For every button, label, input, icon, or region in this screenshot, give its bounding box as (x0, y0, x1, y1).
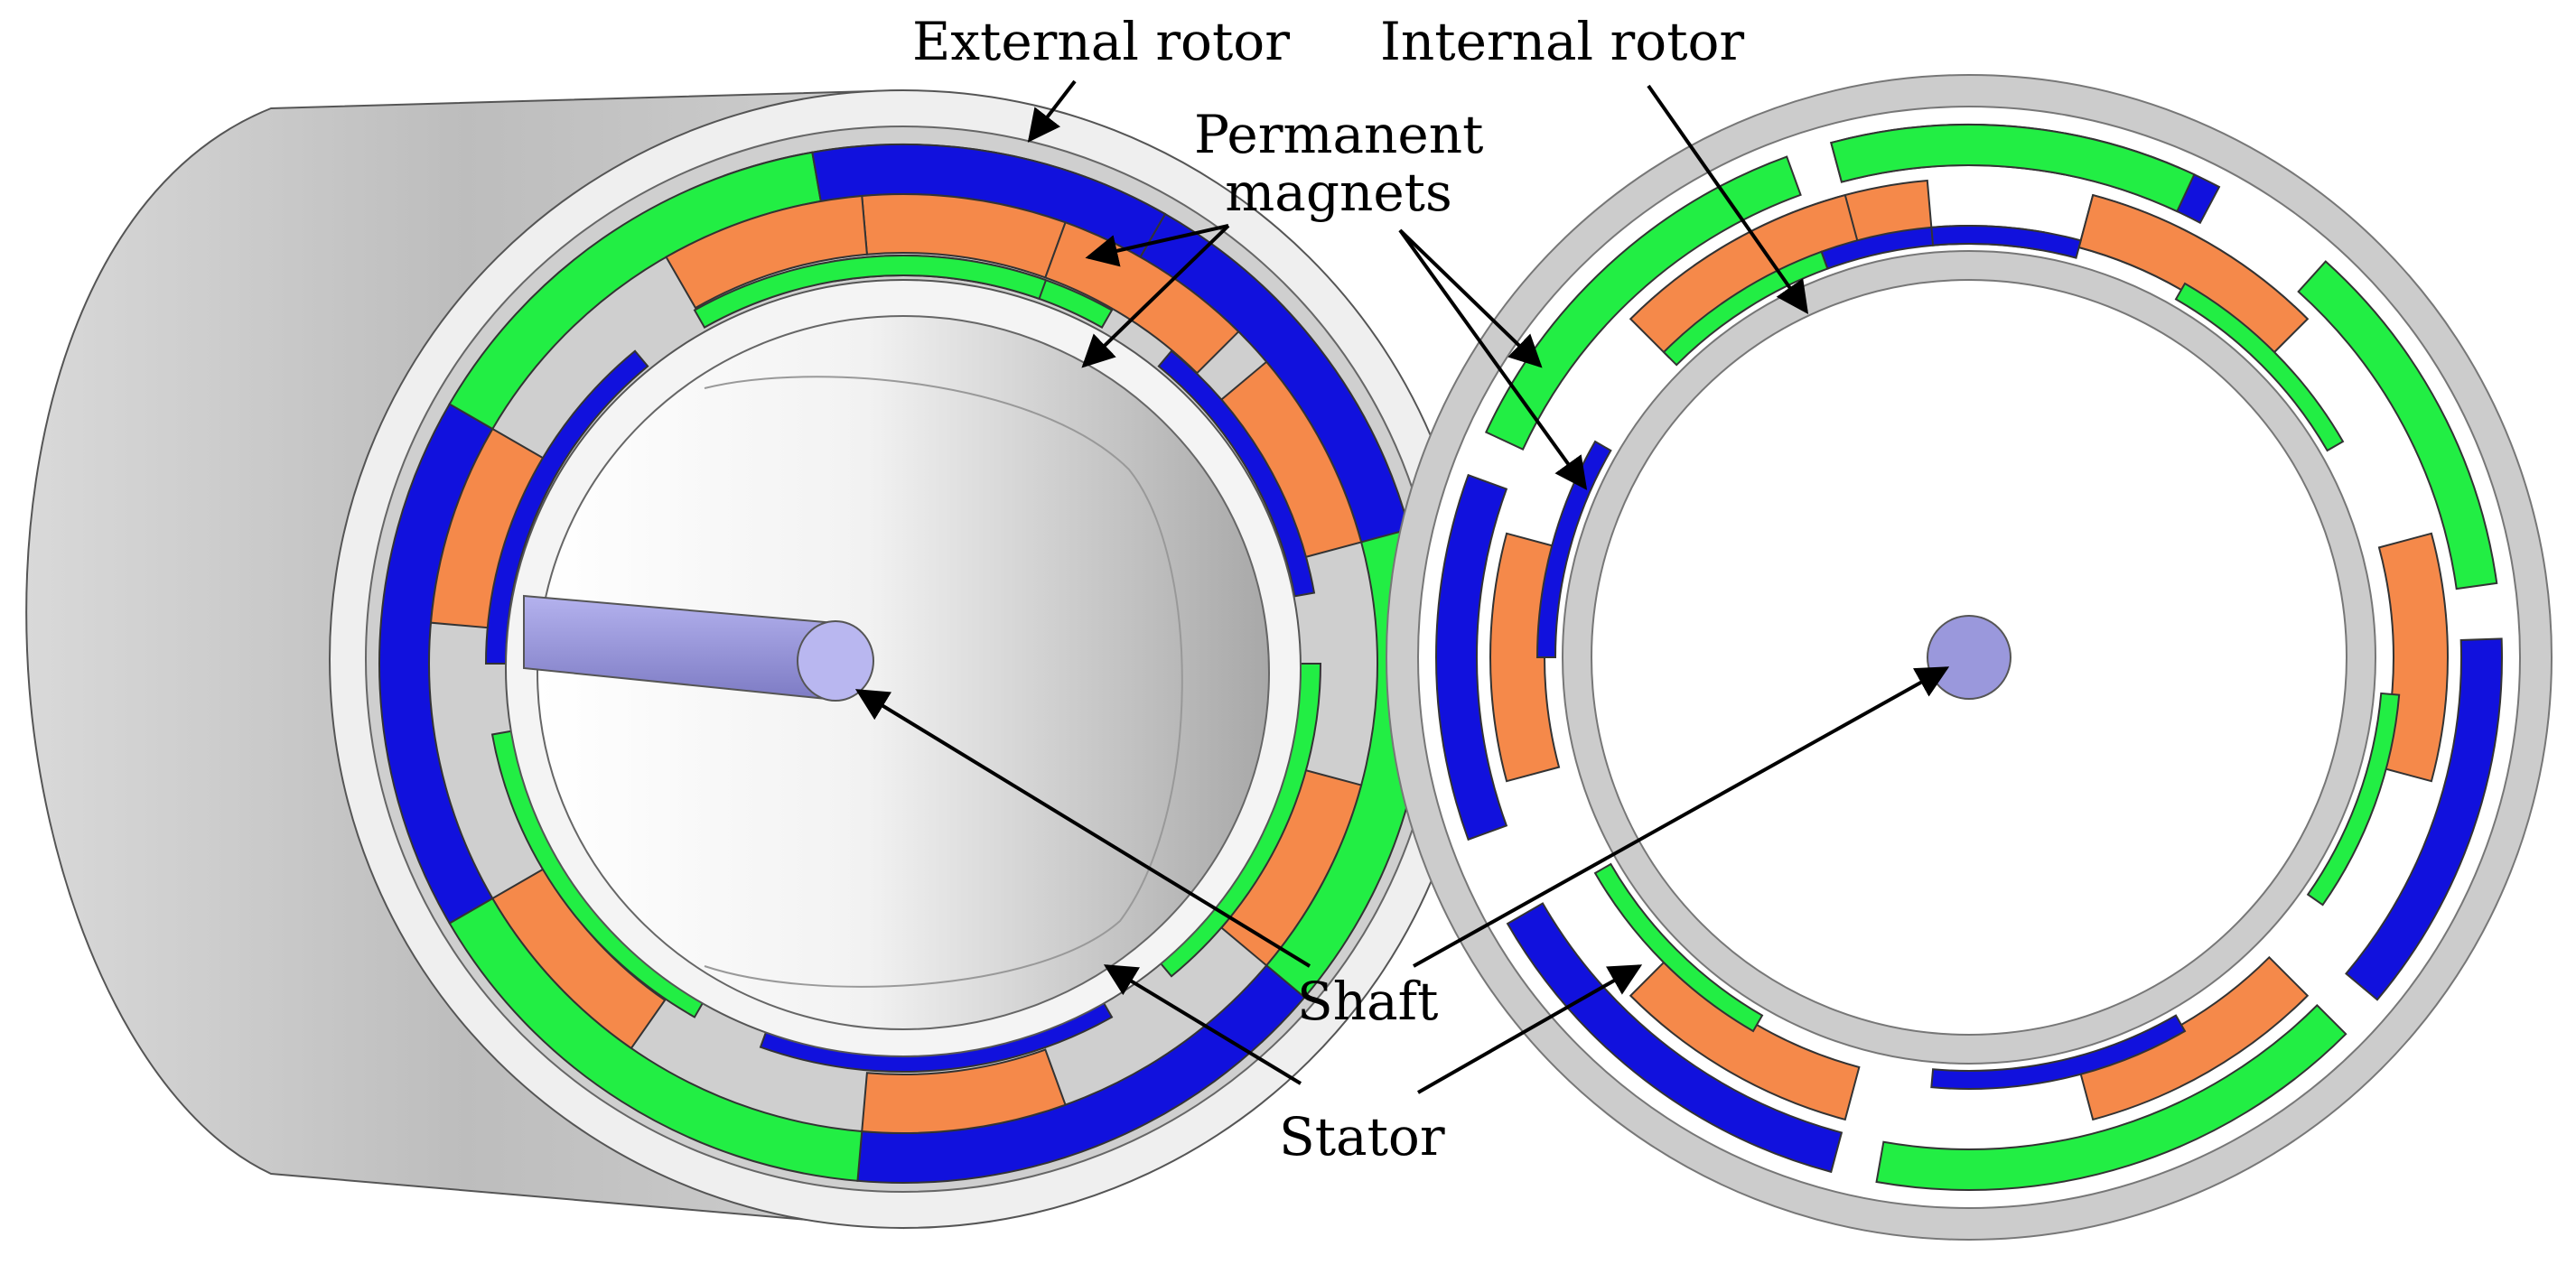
arrow-external-rotor (1027, 79, 1077, 143)
label-shaft: Shaft (1297, 971, 1439, 1032)
label-internal-rotor: Internal rotor (1380, 11, 1745, 72)
leader-arrows (854, 79, 1950, 1094)
arrow-magnets-1 (1085, 224, 1229, 267)
inner-magnet-4 (1593, 862, 1764, 1033)
outer-magnet-4 (1506, 902, 1843, 1174)
inner-magnet-2 (2306, 692, 2401, 907)
cross-section-view (1386, 74, 2553, 1241)
front-inner-magnet-1 (1157, 349, 1316, 598)
outer-magnet-1 (2297, 260, 2498, 591)
arrow-shaft-left (854, 689, 1311, 968)
stator-coil-3 (2077, 955, 2310, 1121)
label-permanent-magnets-line2: magnets (1225, 161, 1452, 223)
arrow-internal-rotor (1647, 84, 1809, 314)
isometric-view (25, 88, 1478, 1230)
arrow-magnets-3 (1398, 228, 1543, 368)
arrow-stator-left (1103, 964, 1302, 1085)
outer-magnet-2 (2345, 637, 2503, 1001)
label-stator: Stator (1279, 1106, 1445, 1167)
section-magnet-segments (1435, 124, 2503, 1191)
outer-magnet-7 (1830, 124, 2196, 213)
outer-magnet-5 (1435, 473, 1508, 842)
inner-magnet-5 (1535, 440, 1612, 658)
outer-magnet-6 (1484, 155, 1802, 451)
shaft-section (1927, 615, 2011, 700)
stator-coil-4 (1629, 955, 1861, 1121)
front-stator-coil-6 (665, 194, 868, 310)
arrow-magnets-4 (1398, 228, 1588, 490)
outer-magnet-3 (1875, 1003, 2347, 1191)
inner-magnet-1 (2174, 282, 2345, 452)
label-permanent-magnets-line1: Permanent (1194, 104, 1484, 165)
front-inner-magnet-5 (484, 349, 649, 665)
front-inner-magnet-6 (693, 255, 1048, 329)
inner-magnet-3 (1930, 1014, 2187, 1090)
label-external-rotor: External rotor (912, 11, 1290, 72)
label-permanent-magnets: Permanent magnets (1194, 104, 1484, 223)
arrow-shaft-right (1413, 666, 1950, 968)
stator-coil-7 (2077, 193, 2310, 359)
shaft-3d (523, 594, 874, 702)
arrow-stator-right (1417, 964, 1643, 1094)
arrow-magnets-2 (1081, 224, 1230, 368)
front-stator-coil-3 (861, 1048, 1067, 1134)
internal-rotor-bore (537, 315, 1270, 1030)
inner-magnet-7 (1930, 225, 2082, 259)
